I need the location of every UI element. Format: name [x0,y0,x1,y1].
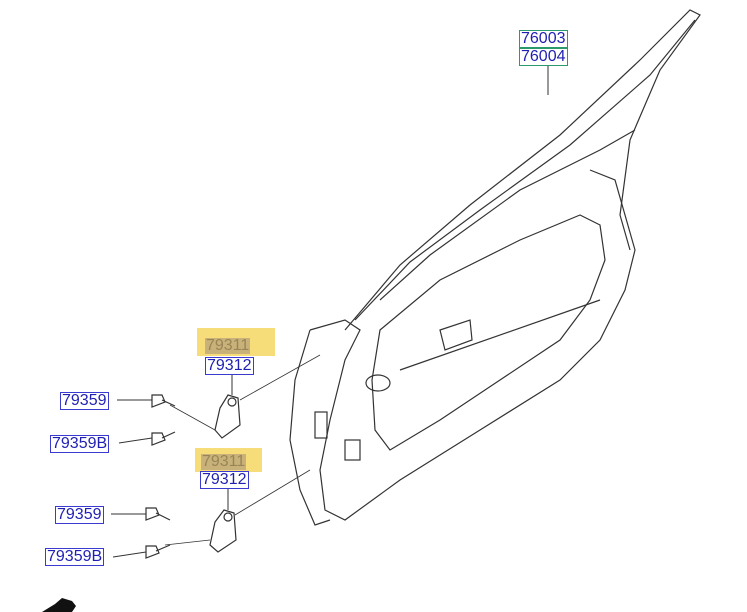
part-label-79359-lower[interactable]: 79359 [55,506,104,524]
bolt-icons [145,394,176,559]
door-panel-outline [309,169,636,521]
door-window-frame [344,9,701,331]
upper-hinge [214,394,241,439]
part-label-79312-lower[interactable]: 79312 [200,471,249,489]
part-label-79359-upper[interactable]: 79359 [60,392,109,410]
door-inner-opening [371,214,606,451]
part-label-79359b-upper[interactable]: 79359B [50,435,110,453]
highlighted-label-lower[interactable]: 79311 [195,448,262,472]
part-label-79359b-lower[interactable]: 79359B [45,548,105,566]
part-label-76004[interactable]: 76004 [519,48,568,66]
direction-arrow-icon [42,598,76,612]
highlighted-part-number: 79311 [201,453,247,470]
lower-hinge [209,509,237,553]
highlighted-part-number: 79311 [205,337,251,354]
part-label-76003[interactable]: 76003 [519,30,568,48]
highlighted-label-upper[interactable]: 79311 [197,328,275,356]
part-label-79312-upper[interactable]: 79312 [205,357,254,375]
